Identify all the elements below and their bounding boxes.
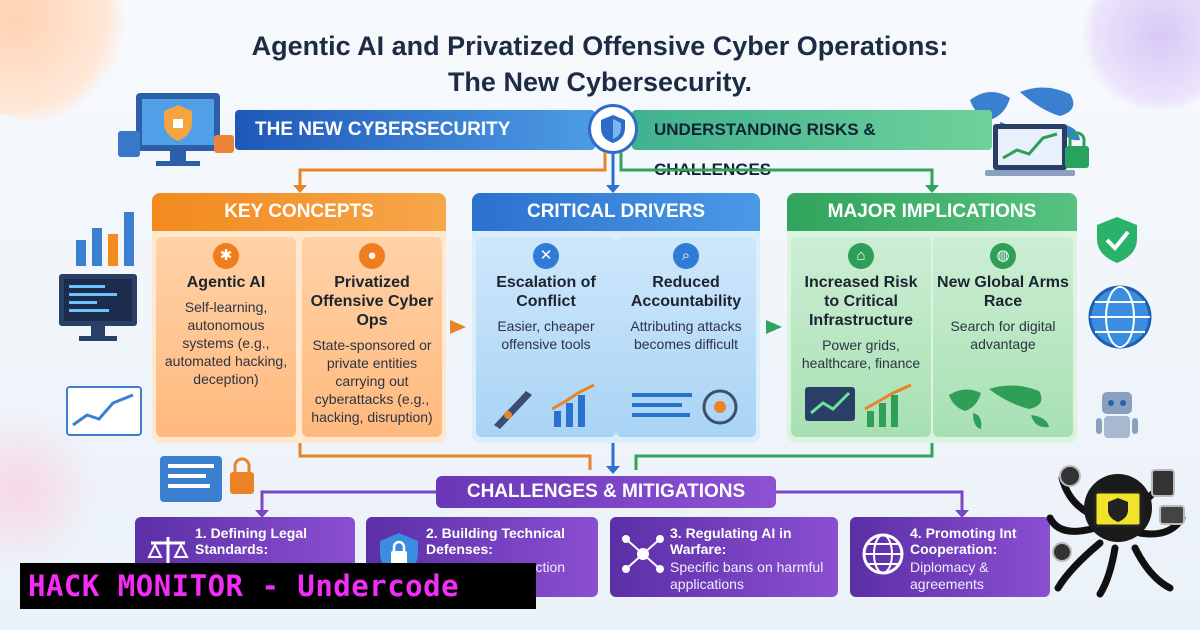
bar-chart-icon <box>76 212 134 266</box>
monitor-code-icon <box>59 274 137 341</box>
hacker-icon: ● <box>359 243 385 269</box>
brand-text: HACK MONITOR - Undercode <box>28 569 460 603</box>
bank-icon: ⌂ <box>848 243 874 269</box>
globe-network-icon <box>1088 285 1152 349</box>
section-title: CRITICAL DRIVERS <box>472 193 760 231</box>
challenge-card: 4. Promoting Int Cooperation: Diplomacy … <box>850 517 1050 597</box>
network-icon: ✱ <box>213 243 239 269</box>
challenge-body: Diplomacy & agreements <box>910 559 989 592</box>
magnifier-icon: ⌕ <box>673 243 699 269</box>
monitor-chart-illustration-icon <box>805 383 912 427</box>
banner-left: THE NEW CYBERSECURITY <box>235 110 595 150</box>
section-key-concepts: KEY CONCEPTS ✱ Agentic AI Self-learning,… <box>152 193 446 443</box>
card-body: Search for digital advantage <box>950 318 1056 352</box>
card-body: State-sponsored or private entities carr… <box>311 337 433 425</box>
line-chart-icon <box>66 386 142 436</box>
challenges-title: CHALLENGES & MITIGATIONS <box>436 476 776 508</box>
world-map-illustration-icon <box>949 385 1049 429</box>
challenge-heading: 2. Building Technical Defenses: <box>426 525 565 557</box>
challenge-heading: 4. Promoting Int Cooperation: <box>910 525 1017 557</box>
card-heading: New Global Arms Race <box>937 274 1069 310</box>
shield-icon <box>588 104 638 154</box>
card-body: Self-learning, autonomous systems (e.g.,… <box>164 299 288 387</box>
globe-icon: ◍ <box>990 243 1016 269</box>
card-heading: Escalation of Conflict <box>496 274 596 310</box>
card-heading: Reduced Accountability <box>630 274 742 310</box>
card-heading: Increased Risk to Critical Infrastructur… <box>804 274 918 329</box>
challenge-heading: 1. Defining Legal Standards: <box>195 525 308 557</box>
robot-icon <box>1096 392 1138 438</box>
concept-card: ● Privatized Offensive Cyber Ops State-s… <box>302 237 442 437</box>
driver-card: ⌕ Reduced Accountability Attributing att… <box>616 237 756 437</box>
section-major-implications: MAJOR IMPLICATIONS ⌂ Increased Risk to C… <box>787 193 1077 443</box>
card-heading: Privatized Offensive Cyber Ops <box>310 274 434 329</box>
weapons-illustration-icon <box>494 383 595 429</box>
computer-shield-icon <box>118 93 234 166</box>
target-illustration-icon <box>632 389 738 425</box>
page-title: Agentic AI and Privatized Offensive Cybe… <box>180 28 1020 100</box>
globe-icon <box>862 533 904 575</box>
title-line-2: The New Cybersecurity. <box>447 67 753 97</box>
title-line-1: Agentic AI and Privatized Offensive Cybe… <box>251 31 949 61</box>
implication-card: ⌂ Increased Risk to Critical Infrastruct… <box>791 237 931 437</box>
banner-right: UNDERSTANDING RISKS & CHALLENGES <box>632 110 992 179</box>
card-body: Power grids, healthcare, finance <box>801 337 921 371</box>
driver-card: ✕ Escalation of Conflict Easier, cheaper… <box>476 237 616 437</box>
brand-banner: HACK MONITOR - Undercode <box>20 563 536 609</box>
shield-check-icon <box>1097 217 1137 263</box>
challenge-body: Specific bans on harmful applications <box>670 559 824 592</box>
implication-card: ◍ New Global Arms Race Search for digita… <box>933 237 1073 437</box>
section-title: KEY CONCEPTS <box>152 193 446 231</box>
octopus-hacker-logo-icon <box>1046 465 1186 598</box>
challenge-heading: 3. Regulating AI in Warfare: <box>670 525 792 557</box>
card-body: Attributing attacks becomes difficult <box>630 318 742 352</box>
server-lock-icon <box>160 456 254 502</box>
challenge-card: 3. Regulating AI in Warfare: Specific ba… <box>610 517 838 597</box>
card-heading: Agentic AI <box>186 274 266 291</box>
swords-icon: ✕ <box>533 243 559 269</box>
concept-card: ✱ Agentic AI Self-learning, autonomous s… <box>156 237 296 437</box>
section-title: MAJOR IMPLICATIONS <box>787 193 1077 231</box>
section-critical-drivers: CRITICAL DRIVERS ✕ Escalation of Conflic… <box>472 193 760 443</box>
network-icon <box>622 535 664 573</box>
laptop-chart-icon <box>985 124 1089 176</box>
card-body: Easier, cheaper offensive tools <box>497 318 595 352</box>
